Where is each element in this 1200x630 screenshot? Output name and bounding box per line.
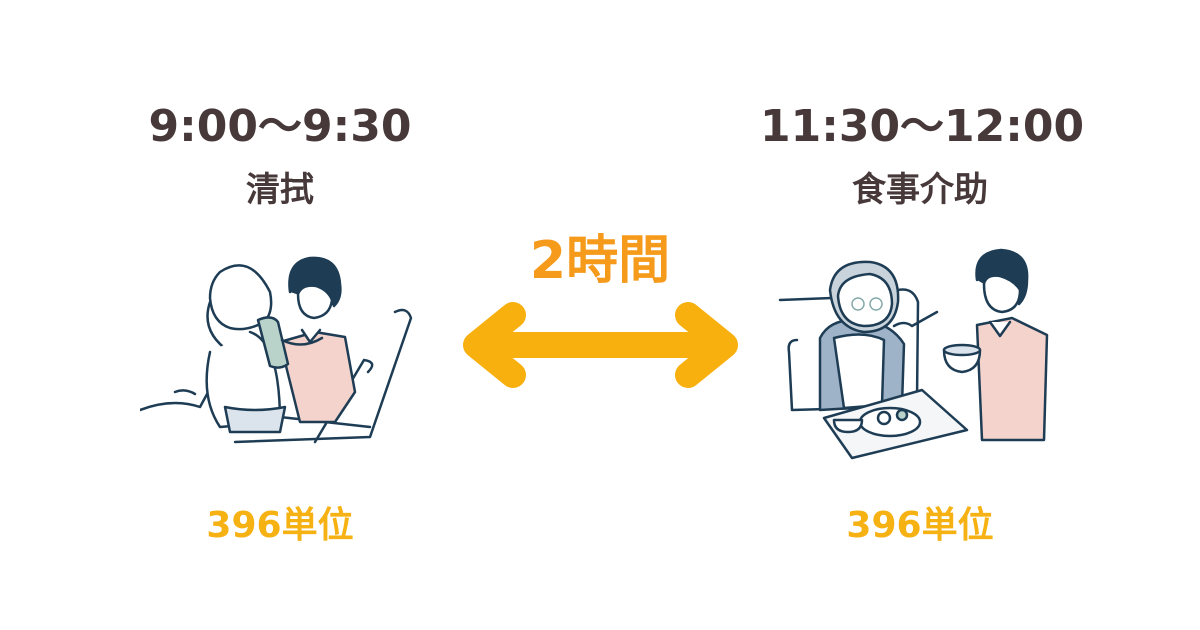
double-headed-arrow-icon	[463, 302, 738, 388]
caregiver-wiping-back-illustration	[140, 256, 413, 444]
left-time-range: 9:00〜9:30	[148, 101, 412, 152]
left-units-label: 396単位	[206, 505, 354, 546]
right-time-range: 11:30〜12:00	[760, 101, 1085, 152]
caregiver-feeding-illustration	[778, 248, 1049, 460]
right-units-label: 396単位	[846, 505, 994, 546]
right-task-label: 食事介助	[852, 170, 988, 210]
duration-label: 2時間	[529, 231, 671, 291]
left-task-label: 清拭	[246, 170, 314, 210]
